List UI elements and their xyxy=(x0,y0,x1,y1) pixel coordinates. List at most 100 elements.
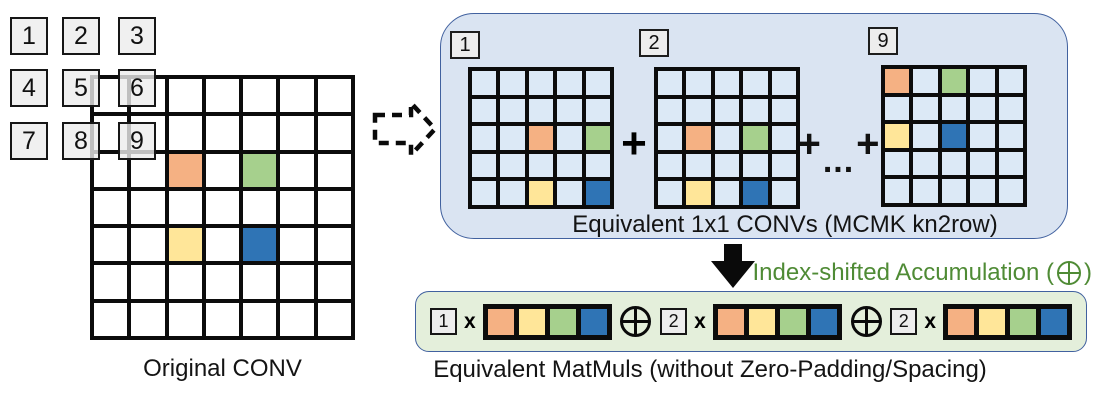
conv-grid-9 xyxy=(881,65,1027,207)
conv-grid-2 xyxy=(654,67,800,209)
orange-cell xyxy=(717,308,744,335)
grid-cell xyxy=(658,153,683,178)
yellow-cell xyxy=(748,308,775,335)
conv-grid-label-2: 2 xyxy=(639,29,669,57)
original-conv-grid xyxy=(90,75,355,340)
matmul-term-label-2: 2 xyxy=(660,308,688,335)
green-cell xyxy=(243,153,277,187)
plus-operator: + xyxy=(797,122,821,166)
grid-cell xyxy=(771,181,796,205)
kernel-box-4: 4 xyxy=(10,69,48,107)
grid-cell xyxy=(280,79,314,113)
grid-cell xyxy=(970,179,995,203)
grid-cell xyxy=(317,228,351,262)
grid-cell xyxy=(317,265,351,299)
down-arrow-icon xyxy=(711,244,755,288)
grid-cell xyxy=(280,265,314,299)
kernel-box-1: 1 xyxy=(10,17,48,55)
grid-cell xyxy=(658,98,683,123)
grid-cell xyxy=(557,153,582,178)
grid-cell xyxy=(557,126,582,150)
grid-cell xyxy=(280,116,314,150)
green-cell xyxy=(585,126,610,150)
grid-cell xyxy=(472,98,497,123)
plus-operator: + xyxy=(621,119,647,168)
grid-cell xyxy=(131,302,165,336)
grid-cell xyxy=(94,190,128,225)
grid-cell xyxy=(168,116,202,150)
matmul-term-label-2: 2 xyxy=(890,308,918,335)
kernel-box-6: 6 xyxy=(118,69,156,107)
grid-cell xyxy=(500,126,525,150)
grid-cell xyxy=(585,153,610,178)
grid-cell xyxy=(885,179,910,203)
plus-ellipsis-plus: + ... + xyxy=(796,122,881,178)
grid-cell xyxy=(280,153,314,187)
grid-cell xyxy=(243,265,277,299)
grid-cell xyxy=(970,151,995,176)
grid-cell xyxy=(743,153,768,178)
kernel-box-3: 3 xyxy=(118,17,156,55)
grid-cell xyxy=(913,69,938,93)
grid-cell xyxy=(970,124,995,148)
grid-cell xyxy=(998,69,1023,93)
grid-cell xyxy=(317,116,351,150)
grid-cell xyxy=(168,265,202,299)
kernel-box-5: 5 xyxy=(62,69,100,107)
grid-cell xyxy=(714,181,740,205)
conv-grid-1 xyxy=(468,67,614,209)
matmul-strip xyxy=(943,303,1072,340)
times-operator: x xyxy=(464,309,476,333)
conv-panel: Equivalent 1x1 CONVs (MCMK kn2row) + + .… xyxy=(440,13,1068,239)
grid-cell xyxy=(94,228,128,262)
grid-cell xyxy=(168,79,202,113)
yellow-cell xyxy=(528,181,554,205)
grid-cell xyxy=(500,71,525,95)
matmul-term-label-1: 1 xyxy=(430,308,457,335)
grid-cell xyxy=(205,79,240,113)
grid-cell xyxy=(998,96,1023,121)
green-cell xyxy=(941,69,967,93)
grid-cell xyxy=(243,190,277,225)
grid-cell xyxy=(317,153,351,187)
blue-cell xyxy=(810,308,837,335)
grid-cell xyxy=(280,190,314,225)
grid-cell xyxy=(131,228,165,262)
grid-cell xyxy=(686,71,711,95)
grid-cell xyxy=(280,228,314,262)
blue-cell xyxy=(743,181,768,205)
orange-cell xyxy=(885,69,910,93)
orange-cell xyxy=(948,308,974,335)
grid-cell xyxy=(941,151,967,176)
grid-cell xyxy=(585,98,610,123)
blue-cell xyxy=(243,228,277,262)
grid-cell xyxy=(472,126,497,150)
conv-grid-label-1: 1 xyxy=(450,31,480,59)
times-operator: x xyxy=(694,309,706,333)
grid-cell xyxy=(714,98,740,123)
kernel-box-9: 9 xyxy=(118,122,156,160)
yellow-cell xyxy=(168,228,202,262)
grid-cell xyxy=(557,181,582,205)
grid-cell xyxy=(205,228,240,262)
grid-cell xyxy=(686,153,711,178)
grid-cell xyxy=(771,126,796,150)
orange-cell xyxy=(487,308,514,335)
circled-plus-icon xyxy=(620,306,652,337)
grid-cell xyxy=(998,151,1023,176)
green-cell xyxy=(779,308,806,335)
grid-cell xyxy=(528,153,554,178)
grid-cell xyxy=(243,79,277,113)
circled-plus-icon xyxy=(1057,261,1081,285)
blue-cell xyxy=(585,181,610,205)
grid-cell xyxy=(168,190,202,225)
grid-cell xyxy=(500,181,525,205)
matmul-caption: Equivalent MatMuls (without Zero-Padding… xyxy=(433,356,987,383)
grid-cell xyxy=(243,302,277,336)
grid-cell xyxy=(500,98,525,123)
blue-cell xyxy=(1041,308,1067,335)
grid-cell xyxy=(472,181,497,205)
yellow-cell xyxy=(885,124,910,148)
